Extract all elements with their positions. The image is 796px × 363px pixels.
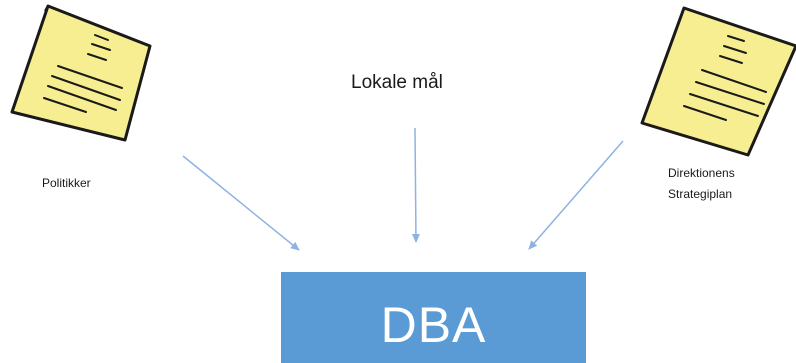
document-icon-right xyxy=(640,6,796,157)
label-lokale-mal: Lokale mål xyxy=(351,72,443,93)
arrow-right xyxy=(528,140,624,250)
label-line-2: Strategiplan xyxy=(668,187,733,201)
arrow-left xyxy=(182,155,300,251)
label-politikker: Politikker xyxy=(42,176,91,190)
arrow-center xyxy=(411,127,420,243)
label-line-1: Direktionens xyxy=(668,166,735,180)
dba-box: DBA xyxy=(281,272,586,363)
label-direktionens-strategiplan: Direktionens Strategiplan xyxy=(668,163,735,205)
dba-label: DBA xyxy=(380,296,487,353)
document-icon-left xyxy=(10,4,152,142)
